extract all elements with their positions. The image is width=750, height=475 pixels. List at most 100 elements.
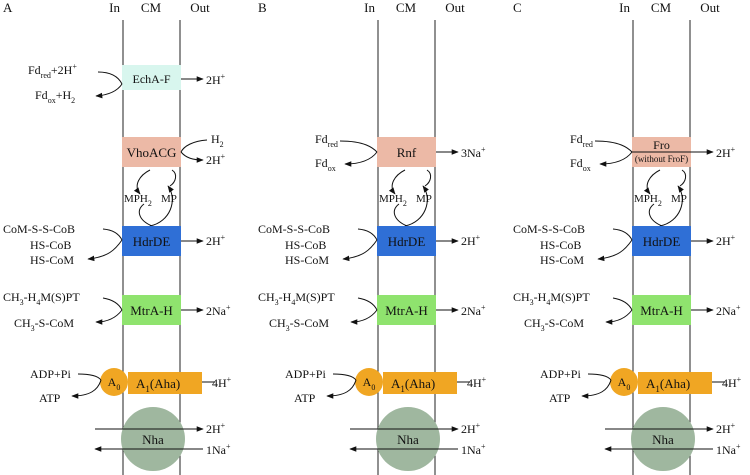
mph2-label-part: MPH bbox=[634, 193, 658, 205]
panel-label: A bbox=[3, 0, 13, 15]
echa-out-label: 2H+ bbox=[206, 72, 226, 87]
a1-aha-box bbox=[638, 372, 712, 394]
hdr-out-label-part: + bbox=[731, 233, 736, 242]
a0-label: A0 bbox=[363, 375, 376, 392]
hdrde-box bbox=[632, 226, 691, 256]
nha-na-label: 1Na+ bbox=[716, 442, 741, 457]
hdr-out-label: 2H+ bbox=[206, 233, 226, 248]
a1-label: A1(Aha) bbox=[646, 376, 690, 394]
a1-aha-box bbox=[383, 372, 457, 394]
echa-in-top-part: + bbox=[72, 62, 77, 71]
hdr-in1: CoM-S-S-CoB bbox=[3, 222, 75, 236]
nha-h-label-part: 2H bbox=[206, 422, 221, 436]
nha-label-part: Nha bbox=[397, 432, 419, 447]
vho-arrow-in bbox=[180, 139, 208, 153]
energy-out-label-part: 2H bbox=[716, 146, 731, 160]
header-out-part: Out bbox=[190, 0, 210, 15]
hdr-in2: HS-CoB bbox=[30, 238, 71, 252]
mtr-in1-part: 4 bbox=[546, 298, 550, 307]
atp-arrow-in bbox=[77, 373, 102, 381]
mtra-h-box bbox=[632, 295, 691, 325]
mp-cycle-right bbox=[404, 185, 429, 227]
hdr-arrow-back bbox=[597, 239, 633, 262]
header-cm-part: CM bbox=[396, 0, 417, 15]
header-out-part: Out bbox=[700, 0, 720, 15]
energy-in-bot: Fdox bbox=[315, 156, 336, 173]
energy-complex-note-part: (without FroF) bbox=[635, 154, 688, 164]
a0-label-part: A bbox=[108, 375, 117, 389]
mtr-in2-part: -S-CoM bbox=[545, 316, 585, 330]
mtr-arrow-back bbox=[350, 309, 378, 325]
mtr-in2-part: CH bbox=[14, 316, 31, 330]
mp-cycle-left-down bbox=[648, 203, 663, 227]
nha-h-label-part: 2H bbox=[461, 422, 476, 436]
hdr-in2-part: HS-CoB bbox=[540, 238, 581, 252]
mp-label-part: MP bbox=[671, 193, 687, 205]
hdr-in1: CoM-S-S-CoB bbox=[513, 222, 585, 236]
mtra-h-label: MtrA-H bbox=[385, 303, 428, 318]
atp-in2-part: ATP bbox=[294, 391, 316, 405]
mtr-in1-part: 4 bbox=[291, 298, 295, 307]
mtr-in2-part: 3 bbox=[541, 324, 545, 333]
mtr-in2-part: CH bbox=[269, 316, 286, 330]
mp-cycle-left bbox=[643, 169, 661, 195]
nha-h-label: 2H+ bbox=[206, 421, 226, 436]
mtr-out-label-part: 2Na bbox=[461, 304, 482, 318]
vho-2h-label-part: + bbox=[221, 152, 226, 161]
energy-out-label-part: + bbox=[481, 145, 486, 154]
energy-in-top: Fdred bbox=[315, 132, 338, 149]
vho-2h-label-part: 2H bbox=[206, 153, 221, 167]
mtr-in1-part: 4 bbox=[36, 298, 40, 307]
vho-2h-label: 2H+ bbox=[206, 152, 226, 167]
atp-out-label-part: 4H bbox=[467, 376, 482, 390]
energy-in-bot-part: ox bbox=[583, 164, 591, 173]
mp-cycle-left-down bbox=[138, 203, 153, 227]
mtra-h-box bbox=[377, 295, 436, 325]
mtra-h-box bbox=[122, 295, 181, 325]
energy-out-label: 2H+ bbox=[716, 145, 736, 160]
atp-out-label-part: 4H bbox=[722, 376, 737, 390]
nha-transporter bbox=[121, 407, 185, 471]
a0-subunit bbox=[610, 368, 638, 396]
nha-label: Nha bbox=[652, 432, 674, 447]
energy-complex-label-part: Fro bbox=[653, 138, 670, 152]
mtr-in1-part: 3 bbox=[275, 298, 279, 307]
mtr-in1: CH3-H4M(S)PT bbox=[513, 290, 590, 307]
echa-out-label-part: + bbox=[221, 72, 226, 81]
atp-in2: ATP bbox=[39, 391, 61, 405]
energy-complex-box bbox=[122, 137, 181, 167]
hdrde-label: HdrDE bbox=[388, 234, 426, 249]
mp-label: MP bbox=[161, 193, 177, 205]
atp-in2-part: ATP bbox=[549, 391, 571, 405]
mtr-out-label-part: + bbox=[226, 303, 231, 312]
mph2-label-part: 2 bbox=[658, 199, 662, 208]
mtr-in1-part: CH bbox=[3, 290, 20, 304]
hdr-out-label: 2H+ bbox=[716, 233, 736, 248]
energy-in-bot-part: Fd bbox=[315, 156, 328, 170]
hdr-in1-part: CoM-S-S-CoB bbox=[258, 222, 330, 236]
mph2-label: MPH2 bbox=[124, 193, 152, 208]
vho-arrow-out bbox=[180, 151, 204, 163]
mtr-out-label-part: + bbox=[736, 303, 741, 312]
mp-cycle-right bbox=[659, 185, 684, 227]
a1-label-part: A bbox=[136, 376, 146, 391]
nha-h-label-part: 2H bbox=[716, 422, 731, 436]
header-in-part: In bbox=[109, 0, 120, 15]
mtr-in1: CH3-H4M(S)PT bbox=[258, 290, 335, 307]
energy-complex-label: VhoACG bbox=[127, 145, 177, 160]
a1-label-part: 1 bbox=[655, 384, 660, 394]
a1-label-part: 1 bbox=[145, 384, 150, 394]
mp-cycle-left bbox=[388, 169, 406, 195]
mph2-label-part: MPH bbox=[124, 193, 148, 205]
hdrde-label-part: HdrDE bbox=[388, 234, 426, 249]
hdr-out-label-part: 2H bbox=[206, 234, 221, 248]
header-out-part: Out bbox=[445, 0, 465, 15]
hdr-in3-part: HS-CoM bbox=[285, 253, 329, 267]
a1-label-part: A bbox=[646, 376, 656, 391]
hdr-in3-part: HS-CoM bbox=[540, 253, 584, 267]
mtr-out-label-part: + bbox=[481, 303, 486, 312]
atp-in2-part: ATP bbox=[39, 391, 61, 405]
echa-in-top-part: Fd bbox=[28, 63, 41, 77]
